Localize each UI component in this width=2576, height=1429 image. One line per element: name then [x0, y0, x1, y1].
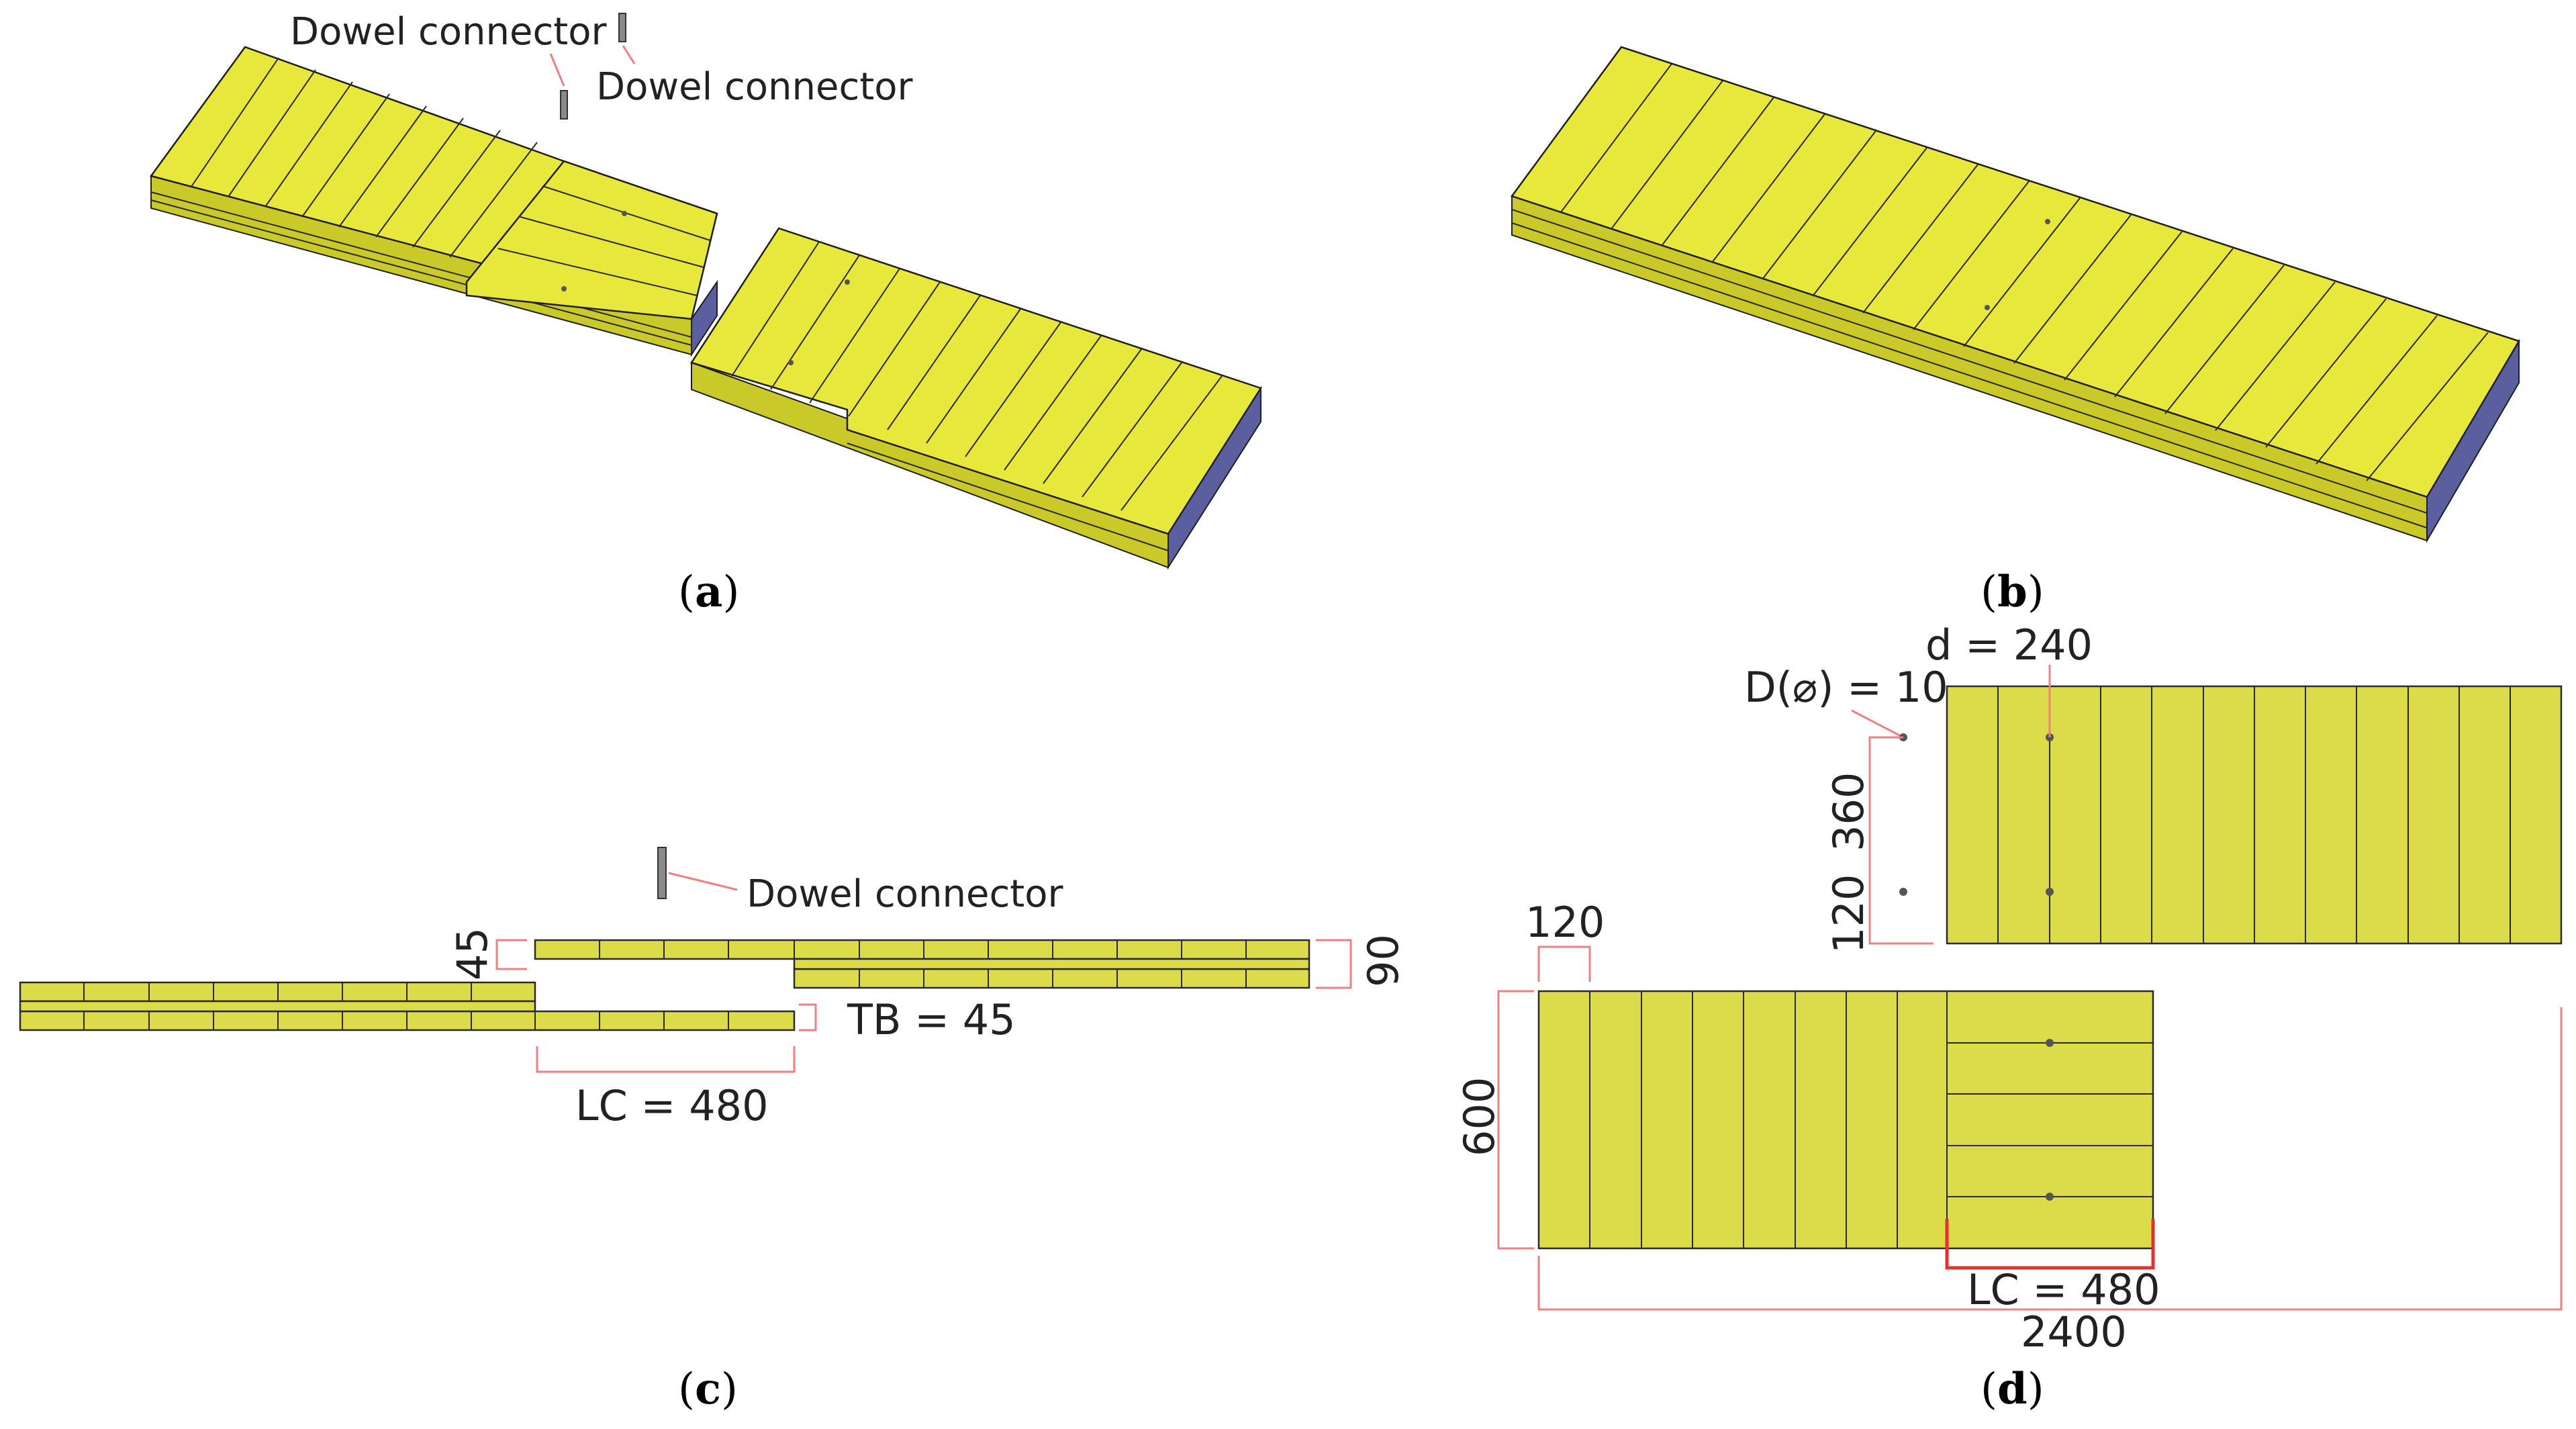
panel-a-callout-1: Dowel connector: [290, 10, 607, 54]
panel-d-dim-edge: 120: [1824, 874, 1873, 954]
panel-a-callout-arrow-2: [622, 45, 636, 64]
panel-d-dim-spacing: 360: [1824, 772, 1873, 851]
panel-a-left-slab: [149, 46, 718, 357]
panel-c-right-joints: [599, 940, 1247, 988]
panel-d-dim-diameter-leader: [1851, 709, 1904, 739]
panel-c-dim-tb-bracket: [799, 1003, 817, 1031]
panel-a-callout-arrow-1: [549, 53, 565, 87]
panel-a: Dowel connector Dowel connector (a): [149, 10, 1262, 617]
panel-a-label: (a): [678, 567, 739, 617]
panel-b: (b): [1510, 46, 2520, 617]
panel-c-dim-total-thickness: 90: [1359, 934, 1408, 987]
panel-c-dim-lc: LC = 480: [575, 1081, 769, 1130]
panel-d-dim-diameter: D(⌀) = 10: [1744, 663, 1948, 712]
panel-d-label: (d): [1981, 1364, 2044, 1414]
panel-d: d = 240 D(⌀) = 10 360 120 120 600 LC = 4…: [1455, 620, 2563, 1414]
panel-d-dim-left-edge-bracket: [1537, 946, 1591, 982]
panel-a-dowel-1: [618, 13, 626, 42]
panel-a-right-slab: [690, 227, 1262, 570]
panel-d-dim-lc: LC = 480: [1967, 1265, 2160, 1314]
panel-c-callout: Dowel connector: [747, 872, 1063, 916]
panel-c-dim-lc-bracket: [536, 1046, 796, 1073]
panel-d-dim-left-edge: 120: [1525, 898, 1605, 947]
panel-d-dim-width-bracket: [1497, 990, 1534, 1250]
panel-c-dim-top-thickness: 45: [448, 927, 497, 980]
panel-c-callout-arrow: [668, 872, 738, 891]
panel-d-dim-length: 2400: [2021, 1307, 2127, 1356]
panel-d-upper-element: [1946, 685, 2563, 945]
panel-a-dowel-2: [560, 90, 568, 120]
panel-a-callout-2: Dowel connector: [596, 65, 913, 109]
panel-c-dim-45-bracket: [495, 939, 527, 970]
panel-d-dim-d: d = 240: [1925, 620, 2093, 670]
panel-c-left-element: [19, 981, 796, 1031]
panel-b-seams: [1560, 63, 2489, 481]
panel-c-dim-tb: TB = 45: [847, 995, 1016, 1044]
panel-d-dim-spacing-line: [1868, 736, 1934, 945]
panel-a-right-slab-seams: [731, 241, 1223, 511]
panel-b-label: (b): [1981, 567, 2044, 617]
panel-c-label: (c): [678, 1364, 738, 1414]
panel-d-dim-length-bracket: [1537, 1007, 2563, 1311]
panel-d-dim-width: 600: [1455, 1077, 1504, 1156]
panel-c: Dowel connector 45 90 TB = 45 LC = 480 (…: [19, 847, 1408, 1414]
panel-c-right-element: [534, 939, 1310, 989]
panel-d-dim-lc-bracket: [1945, 1219, 2155, 1270]
panel-c-left-joints: [83, 982, 729, 1030]
panel-c-dim-90-bracket: [1316, 939, 1352, 989]
panel-d-lower-element: [1537, 990, 2154, 1250]
panel-c-dowel: [657, 847, 667, 899]
